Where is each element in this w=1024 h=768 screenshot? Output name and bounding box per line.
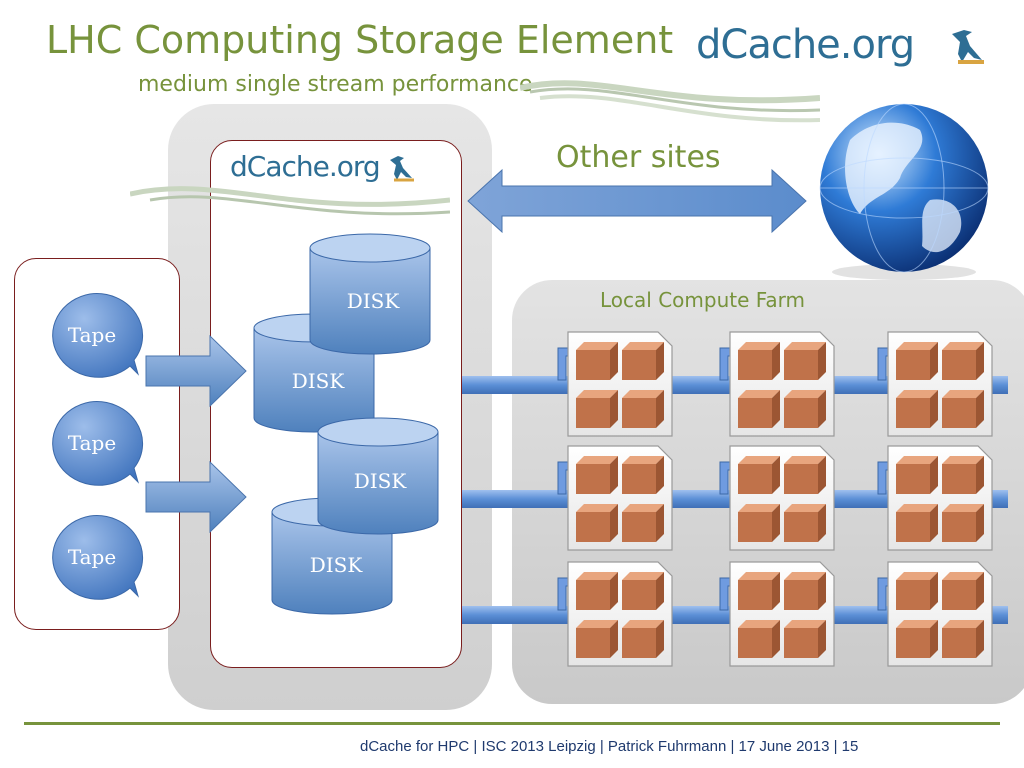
cpu-cube-icon xyxy=(942,504,984,542)
cpu-cube-icon xyxy=(622,572,664,610)
disk-label: DISK xyxy=(354,469,408,493)
cpu-cube-icon xyxy=(622,456,664,494)
globe-icon xyxy=(819,103,989,280)
tape-1 xyxy=(52,293,144,378)
disk-label: DISK xyxy=(310,553,364,577)
cpu-cube-icon xyxy=(576,390,618,428)
logo-swoosh xyxy=(520,80,820,123)
cpu-cube-icon xyxy=(784,390,826,428)
cpu-cube-icon xyxy=(896,390,938,428)
cpu-cube-icon xyxy=(896,504,938,542)
cpu-cube-icon xyxy=(576,504,618,542)
cpu-cube-icon xyxy=(942,342,984,380)
inner-logo-text: dCache.org xyxy=(230,150,381,183)
cpu-cube-icon xyxy=(942,620,984,658)
cpu-cube-icon xyxy=(576,456,618,494)
tape-label: Tape xyxy=(68,545,116,569)
cpu-cube-icon xyxy=(576,620,618,658)
cpu-cube-icon xyxy=(738,342,780,380)
cpu-cube-icon xyxy=(738,456,780,494)
cpu-cube-icon xyxy=(942,572,984,610)
footer-rule xyxy=(24,722,1000,725)
tape-3 xyxy=(52,515,144,600)
cpu-cube-icon xyxy=(784,504,826,542)
disk-cylinder xyxy=(309,233,431,355)
cpu-cube-icon xyxy=(896,342,938,380)
footer-text: dCache for HPC | ISC 2013 Leipzig | Patr… xyxy=(360,738,859,755)
cpu-cube-icon xyxy=(738,572,780,610)
inner-bird-logo-icon xyxy=(390,156,414,182)
cpu-cube-icon xyxy=(896,456,938,494)
cpu-cube-icon xyxy=(784,342,826,380)
disk-label: DISK xyxy=(292,369,346,393)
tape-label: Tape xyxy=(68,431,116,455)
cpu-cube-icon xyxy=(738,620,780,658)
cpu-cube-icon xyxy=(738,390,780,428)
local-compute-farm-label: Local Compute Farm xyxy=(600,288,806,312)
cpu-cube-icon xyxy=(576,572,618,610)
cpu-cube-icon xyxy=(622,342,664,380)
tape-label: Tape xyxy=(68,323,116,347)
disk-label: DISK xyxy=(347,289,401,313)
cpu-cube-icon xyxy=(622,390,664,428)
tape-2 xyxy=(52,401,144,486)
cpu-cube-icon xyxy=(896,620,938,658)
disk-cylinder xyxy=(317,417,439,535)
slide-subtitle: medium single stream performance xyxy=(138,72,533,97)
slide-title: LHC Computing Storage Element xyxy=(46,18,674,62)
other-sites-double-arrow xyxy=(467,168,807,234)
cpu-cube-icon xyxy=(576,342,618,380)
cpu-cube-icon xyxy=(942,456,984,494)
tape-to-disk-arrow-2 xyxy=(145,460,247,534)
cpu-cube-icon xyxy=(942,390,984,428)
bird-logo-icon xyxy=(952,30,984,64)
cpu-cube-icon xyxy=(896,572,938,610)
compute-farm-grid xyxy=(462,331,1008,667)
tape-to-disk-arrow-1 xyxy=(145,334,247,408)
cpu-cube-icon xyxy=(738,504,780,542)
cpu-cube-icon xyxy=(622,504,664,542)
logo-text: dCache.org xyxy=(696,22,915,68)
cpu-cube-icon xyxy=(622,620,664,658)
cpu-cube-icon xyxy=(784,572,826,610)
cpu-cube-icon xyxy=(784,456,826,494)
cpu-cube-icon xyxy=(784,620,826,658)
inner-logo-swoosh xyxy=(130,186,450,216)
other-sites-label: Other sites xyxy=(556,140,721,175)
